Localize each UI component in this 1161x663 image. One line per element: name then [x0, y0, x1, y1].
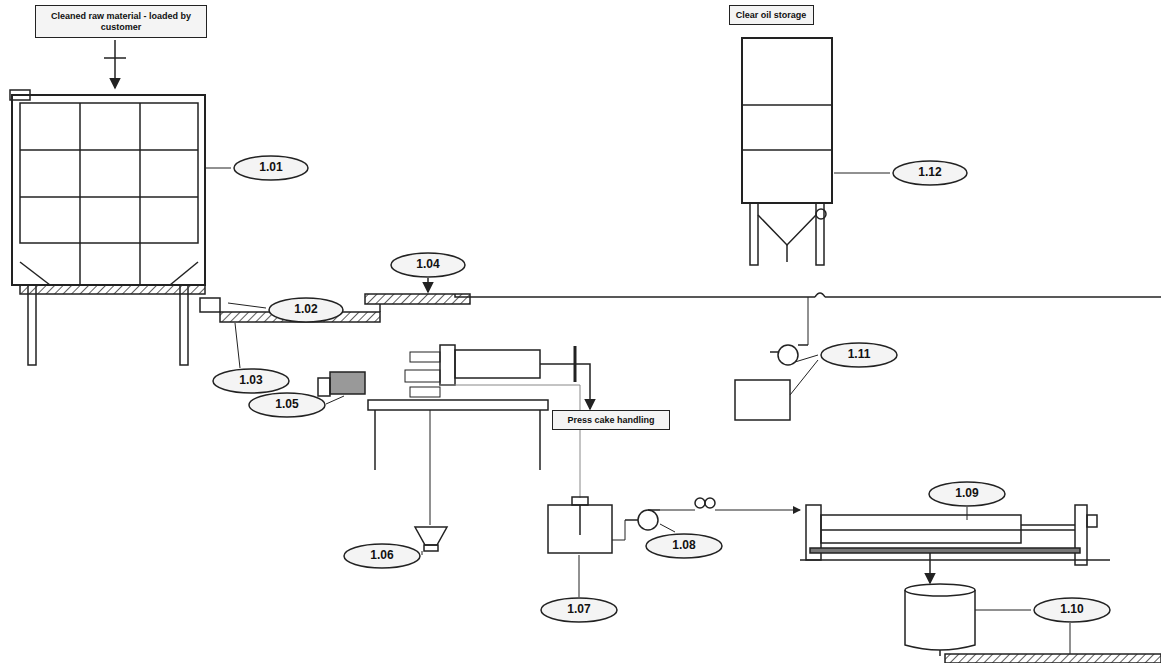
node-text: Press cake handling [567, 415, 654, 425]
callout-ellipse: 1.08 [645, 533, 723, 559]
callout-ellipse: 1.10 [1033, 597, 1111, 623]
feed-note-box: Cleaned raw material - loaded by custome… [35, 5, 207, 38]
callout-ellipse: 1.12 [892, 160, 968, 186]
callout-number: 1.09 [955, 487, 978, 501]
callout-ellipse: 1.04 [390, 252, 466, 278]
callout-number: 1.11 [848, 348, 871, 362]
callout-ellipse: 1.07 [540, 597, 618, 623]
callout-number: 1.08 [672, 539, 695, 553]
callout-number: 1.03 [239, 374, 262, 388]
node-text: Cleaned raw material - loaded by custome… [40, 11, 202, 32]
callout-ellipse: 1.11 [820, 342, 898, 368]
callout-number: 1.06 [370, 549, 393, 563]
callout-ellipse: 1.01 [233, 155, 309, 181]
callout-number: 1.07 [567, 603, 590, 617]
press-cake-box: Press cake handling [552, 410, 670, 430]
callout-ellipse: 1.03 [212, 368, 290, 394]
callout-ellipse: 1.09 [928, 481, 1006, 507]
callout-ellipse: 1.06 [343, 543, 421, 569]
callout-number: 1.05 [275, 398, 298, 412]
callout-number: 1.04 [416, 258, 439, 272]
callout-ellipse: 1.05 [248, 392, 326, 418]
callout-number: 1.01 [259, 161, 282, 175]
callout-number: 1.12 [918, 166, 941, 180]
callout-ellipse: 1.02 [268, 297, 344, 323]
callout-number: 1.02 [294, 303, 317, 317]
node-text: Clear oil storage [736, 10, 807, 20]
storage-label-box: Clear oil storage [729, 5, 814, 25]
callout-number: 1.10 [1060, 603, 1083, 617]
